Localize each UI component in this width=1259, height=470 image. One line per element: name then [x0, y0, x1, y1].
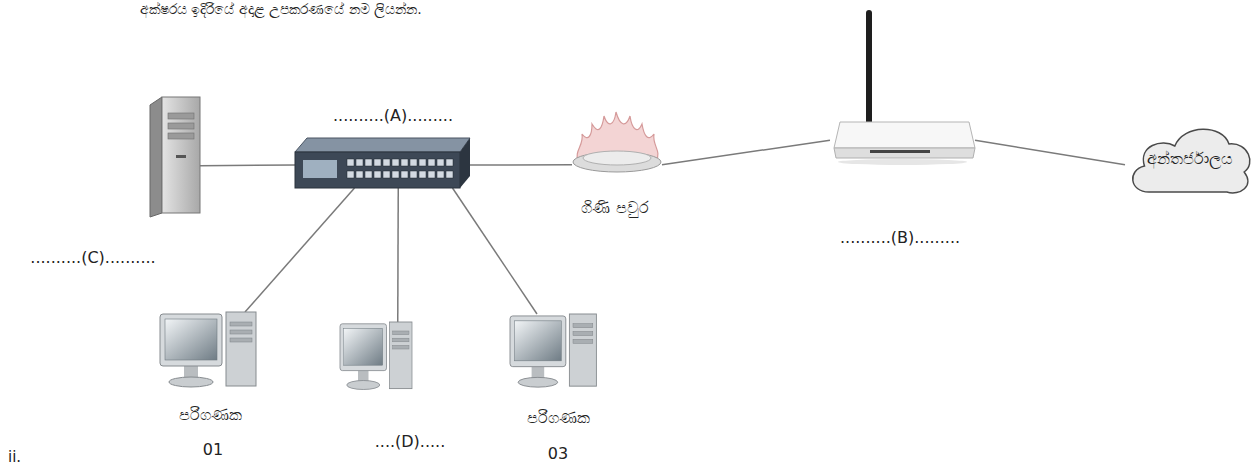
server-node: ..........(C)..........	[150, 95, 200, 217]
device-label: ....(D).....	[375, 432, 446, 451]
computer-node: පරිගණක01	[160, 312, 260, 392]
switch-icon	[295, 138, 470, 188]
network-cable	[975, 140, 1125, 165]
device-label: පරිගණක	[527, 408, 590, 427]
firewall-node: ගිණි පවුර	[572, 112, 662, 174]
network-cable	[245, 188, 355, 312]
server-icon	[150, 95, 200, 217]
instruction-text: අක්ෂරය ඉදිරියේ අදාළ උපකරණයේ නම ලියන්න.	[140, 1, 422, 18]
device-label: පරිගණක	[179, 405, 242, 424]
network-cable	[397, 188, 399, 322]
pc-icon	[340, 322, 415, 394]
device-label: 03	[548, 444, 568, 463]
internet-cloud: අන්තර්ජාලය	[1125, 118, 1255, 196]
computer-node: ....(D).....	[340, 322, 415, 394]
firewall-icon	[572, 112, 662, 174]
device-label: 01	[203, 440, 223, 459]
question-number: ii.	[8, 448, 21, 466]
pc-icon	[510, 314, 600, 392]
device-label: ..........(C)..........	[30, 248, 155, 267]
router-node: ..........(B).........	[830, 110, 975, 165]
network-cable	[453, 188, 538, 314]
network-cable	[662, 140, 830, 164]
network-cable	[200, 164, 295, 166]
device-label: ..........(B).........	[840, 228, 960, 247]
computer-node: පරිගණක03	[510, 314, 600, 392]
cloud-label: අන්තර්ජාලය	[1147, 149, 1233, 168]
network-cable	[470, 164, 572, 166]
device-label: ගිණි පවුර	[581, 198, 648, 217]
pc-icon	[160, 312, 260, 392]
router-icon	[830, 110, 975, 165]
device-label: ..........(A).........	[333, 106, 453, 125]
switch-node: ..........(A).........	[295, 138, 470, 188]
